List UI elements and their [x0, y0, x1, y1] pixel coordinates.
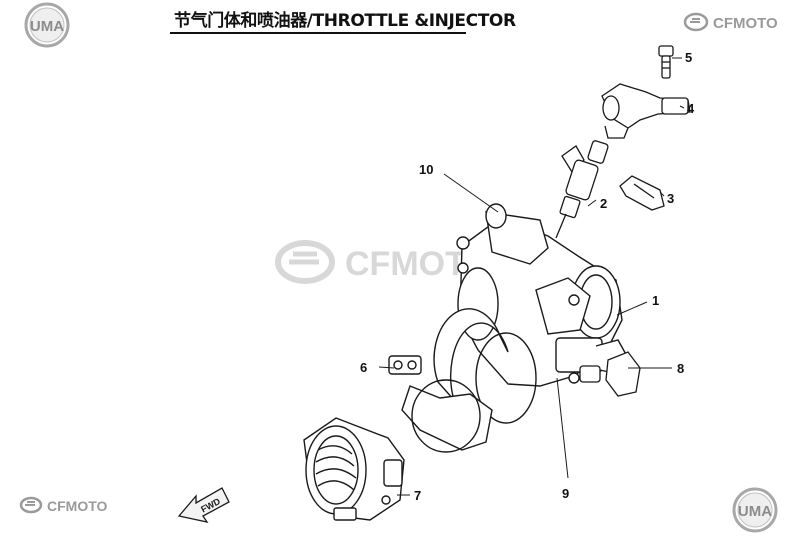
part-8-sensor [579, 351, 641, 397]
uma-logo-text: UMA [30, 18, 64, 35]
leader-lines [378, 57, 685, 496]
part-2-injector [555, 140, 609, 239]
page-title: 节气门体和喷油器/THROTTLE &INJECTOR [174, 11, 516, 31]
part-6-hose-clamp [388, 308, 537, 453]
cfmoto-logo-bottom-left: CFMOTO [19, 496, 108, 514]
part-1-throttle-body [456, 203, 629, 387]
cfmoto-watermark: CFMOTO [275, 240, 492, 284]
callout-7: 7 [414, 488, 421, 503]
part-7-intake-boot [303, 417, 405, 521]
cfmoto-logo-text: CFMOTO [713, 15, 778, 32]
cfmoto-logo-top-right: CFMOTO [683, 12, 778, 32]
callout-1: 1 [652, 293, 659, 308]
part-5-bolt [658, 45, 674, 79]
callout-10: 10 [419, 162, 433, 177]
callout-5: 5 [685, 50, 692, 65]
callout-2: 2 [600, 196, 607, 211]
cfmoto-logo-text: CFMOTO [47, 498, 108, 514]
uma-logo-bottom-right: UMA [732, 487, 778, 533]
callout-3: 3 [667, 191, 674, 206]
title-underline [170, 32, 466, 34]
uma-logo-top-left: UMA [24, 2, 70, 48]
callout-8: 8 [677, 361, 684, 376]
fwd-arrow-icon: FWD [177, 487, 230, 523]
uma-logo-text: UMA [738, 503, 772, 520]
callout-9: 9 [562, 486, 569, 501]
part-3-clip [619, 175, 665, 211]
part-4-fuel-connector [601, 83, 691, 139]
callout-4: 4 [687, 101, 695, 116]
callout-6: 6 [360, 360, 367, 375]
